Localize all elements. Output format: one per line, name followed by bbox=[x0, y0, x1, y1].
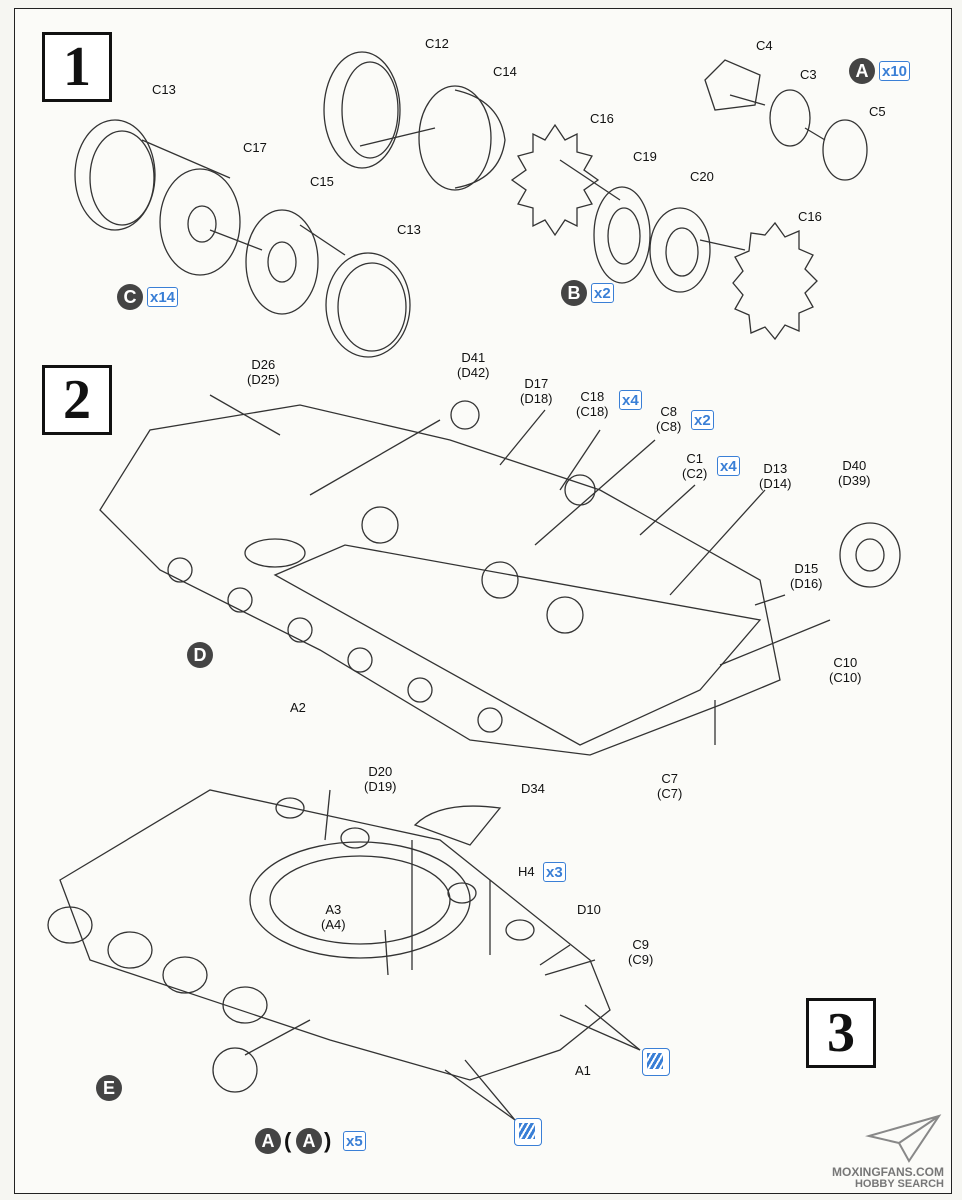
part-label: C7 (C7) bbox=[657, 771, 683, 801]
sprue-a-badge: A bbox=[255, 1128, 281, 1154]
part-label: C15 bbox=[310, 174, 334, 189]
step-number-1: 1 bbox=[42, 32, 112, 102]
paren-open: ( bbox=[284, 1128, 292, 1153]
part-label: A1 bbox=[575, 1063, 591, 1078]
part-label: C1 (C2) bbox=[682, 451, 708, 481]
part-label: C8 (C8) bbox=[656, 404, 682, 434]
step-number-2: 2 bbox=[42, 365, 112, 435]
step1-wheels bbox=[74, 51, 868, 358]
part-label: C3 bbox=[800, 67, 817, 82]
part-label: A3 (A4) bbox=[321, 902, 346, 932]
part-label: D15 (D16) bbox=[790, 561, 823, 591]
step-number-3: 3 bbox=[806, 998, 876, 1068]
part-label: D40 (D39) bbox=[838, 458, 871, 488]
part-label: C5 bbox=[869, 104, 886, 119]
part-label: C12 bbox=[425, 36, 449, 51]
part-label: C4 bbox=[756, 38, 773, 53]
part-label: D34 bbox=[521, 781, 545, 796]
step3-hull bbox=[47, 789, 641, 1121]
part-label: H4 bbox=[518, 864, 535, 879]
sprue-a-alt-badge: A bbox=[296, 1128, 322, 1154]
part-label: C13 bbox=[397, 222, 421, 237]
paint-guide-icon bbox=[514, 1118, 542, 1146]
part-label: D26 (D25) bbox=[247, 357, 280, 387]
quantity-badge-b: x2 bbox=[591, 283, 614, 303]
part-label: D10 bbox=[577, 902, 601, 917]
part-label: A2 bbox=[290, 700, 306, 715]
watermark: MOXINGFANS.COM HOBBY SEARCH bbox=[832, 1111, 944, 1190]
quantity-badge-c8: x2 bbox=[691, 410, 714, 430]
quantity-badge-c18: x4 bbox=[619, 390, 642, 410]
paren-close: ) bbox=[324, 1128, 332, 1153]
step2-hull bbox=[99, 394, 901, 756]
part-label: C20 bbox=[690, 169, 714, 184]
sprue-d-badge: D bbox=[187, 642, 213, 668]
sprue-e-badge: E bbox=[96, 1075, 122, 1101]
quantity-badge-h4: x3 bbox=[543, 862, 566, 882]
part-label: C16 bbox=[590, 111, 614, 126]
sprue-a-badge: A bbox=[849, 58, 875, 84]
watermark-line1: MOXINGFANS.COM bbox=[831, 1165, 944, 1179]
part-label: C18 (C18) bbox=[576, 389, 609, 419]
quantity-badge-a-bottom: x5 bbox=[343, 1131, 366, 1151]
part-label: D41 (D42) bbox=[457, 350, 490, 380]
part-label: D20 (D19) bbox=[364, 764, 397, 794]
quantity-badge-c1: x4 bbox=[717, 456, 740, 476]
part-label: C19 bbox=[633, 149, 657, 164]
quantity-badge-c: x14 bbox=[147, 287, 179, 307]
instruction-page bbox=[14, 8, 952, 1194]
quantity-badge-a: x10 bbox=[879, 61, 911, 81]
paper-plane-icon bbox=[865, 1114, 942, 1163]
part-label: D17 (D18) bbox=[520, 376, 553, 406]
part-label: C10 (C10) bbox=[829, 655, 862, 685]
part-label: C17 bbox=[243, 140, 267, 155]
part-label: C9 (C9) bbox=[628, 937, 654, 967]
watermark-line2: HOBBY SEARCH bbox=[854, 1178, 944, 1190]
paint-guide-icon bbox=[642, 1048, 670, 1076]
part-label: C14 bbox=[493, 64, 517, 79]
part-label: C16 bbox=[798, 209, 822, 224]
sprue-c-badge: C bbox=[117, 284, 143, 310]
sprue-b-badge: B bbox=[561, 280, 587, 306]
part-label: D13 (D14) bbox=[759, 461, 792, 491]
part-label: C13 bbox=[152, 82, 176, 97]
